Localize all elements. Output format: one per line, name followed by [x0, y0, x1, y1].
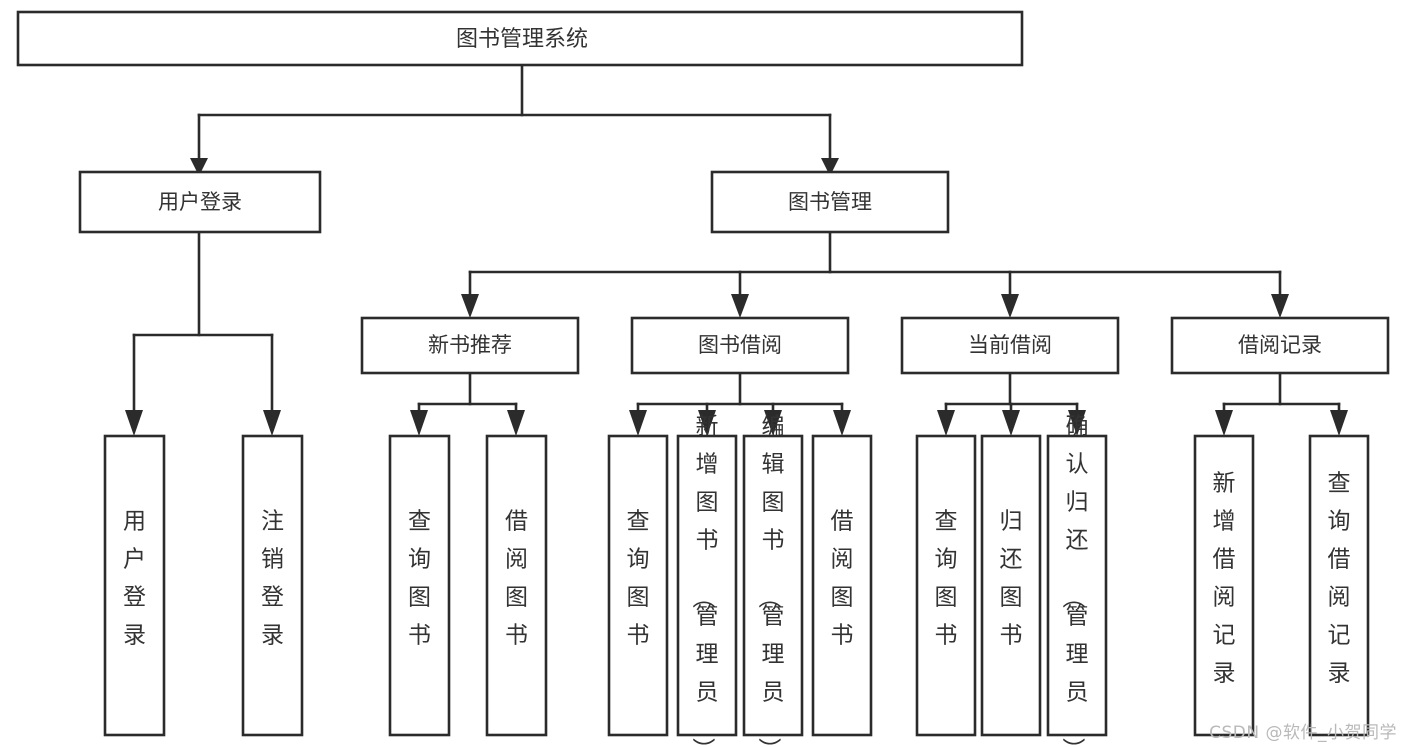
- node-root-box[interactable]: [16, 10, 1024, 67]
- arrow-to-leaf-query-book-2: [629, 410, 647, 436]
- node-leaf-confirm-return-label: 确认归还（管理员）: [1060, 414, 1089, 747]
- node-leaf-borrow-book-1[interactable]: [485, 434, 548, 737]
- node-leaf-query-record[interactable]: [1308, 434, 1370, 737]
- arrow-to-leaf-query-record: [1330, 410, 1348, 436]
- node-current-borrow-box[interactable]: [900, 316, 1120, 375]
- node-book-borrow-box[interactable]: [630, 316, 850, 375]
- node-leaf-logout[interactable]: [241, 434, 304, 737]
- node-leaf-query-book-2[interactable]: [607, 434, 669, 737]
- connector-group-user-login-children: [125, 230, 281, 436]
- node-new-book-rec-box[interactable]: [360, 316, 580, 375]
- arrow-to-current-borrow: [1001, 294, 1019, 318]
- node-user-login-box[interactable]: [78, 170, 322, 234]
- node-leaf-add-book[interactable]: [676, 434, 738, 737]
- arrow-to-new-book-rec: [461, 294, 479, 318]
- node-leaf-return-book[interactable]: [980, 434, 1042, 737]
- arrow-to-leaf-return-book: [1002, 410, 1020, 436]
- node-current-borrow-label: 当前借阅: [968, 333, 1052, 357]
- arrow-to-leaf-query-book-1: [410, 410, 428, 436]
- arrow-to-leaf-borrow-book-2: [833, 410, 851, 436]
- node-leaf-query-book-1-label: 查询图书: [408, 509, 431, 649]
- node-book-manage[interactable]: 图书管理: [710, 170, 950, 234]
- node-new-book-rec-label: 新书推荐: [428, 333, 512, 357]
- node-leaf-return-book-label: 归还图书: [1000, 509, 1023, 649]
- node-leaf-user-login-label: 用户登录: [123, 509, 146, 649]
- connector-group-new-book-rec-children: [410, 371, 525, 436]
- node-leaf-add-book-box[interactable]: [676, 434, 738, 737]
- node-borrow-record-box[interactable]: [1170, 316, 1390, 375]
- arrow-to-user-login: [190, 158, 208, 176]
- arrow-to-leaf-add-book: [698, 410, 716, 436]
- node-leaf-add-record-label: 新增借阅记录: [1213, 471, 1236, 687]
- connector-group-book-borrow-children: [629, 371, 851, 436]
- connector-group-book-manage: [461, 230, 1289, 318]
- node-leaf-query-record-label: 查询借阅记录: [1328, 471, 1351, 687]
- node-leaf-logout-label: 注销登录: [261, 509, 284, 649]
- arrow-to-leaf-user-login: [125, 410, 143, 436]
- node-leaf-logout-box[interactable]: [241, 434, 304, 737]
- node-leaf-borrow-book-1-box[interactable]: [485, 434, 548, 737]
- node-leaf-edit-book-box[interactable]: [742, 434, 804, 737]
- node-user-login[interactable]: 用户登录: [78, 170, 322, 234]
- node-leaf-borrow-book-2[interactable]: [811, 434, 873, 737]
- node-leaf-edit-book-label: 编辑图书（管理员）: [756, 414, 785, 747]
- arrow-to-borrow-record: [1271, 294, 1289, 318]
- arrow-to-book-manage: [821, 158, 839, 176]
- node-new-book-rec[interactable]: 新书推荐: [360, 316, 580, 375]
- connector-group-current-borrow-children: [937, 371, 1086, 436]
- node-borrow-record-label: 借阅记录: [1238, 333, 1322, 357]
- vertical-text-layer: 用户登录 注销登录 查询图书 借阅图书 查询图书 新增图书（管理员） 编辑图书（管理员） 借阅…: [123, 414, 1351, 747]
- node-book-borrow-label: 图书借阅: [698, 333, 782, 357]
- node-leaf-query-book-2-box[interactable]: [607, 434, 669, 737]
- node-leaf-user-login-box[interactable]: [103, 434, 166, 737]
- arrow-to-leaf-edit-book: [764, 410, 782, 436]
- node-leaf-borrow-book-1-label: 借阅图书: [505, 509, 528, 649]
- node-leaf-query-book-3-box[interactable]: [915, 434, 977, 737]
- arrow-to-leaf-confirm-return: [1068, 410, 1086, 436]
- connector-group-borrow-record-children: [1215, 371, 1348, 436]
- connector-group-root: [190, 63, 839, 176]
- node-leaf-user-login[interactable]: [103, 434, 166, 737]
- node-book-manage-label: 图书管理: [788, 190, 872, 214]
- node-leaf-add-record[interactable]: [1193, 434, 1255, 737]
- node-book-borrow[interactable]: 图书借阅: [630, 316, 850, 375]
- arrow-to-leaf-add-record: [1215, 410, 1233, 436]
- node-leaf-query-record-box[interactable]: [1308, 434, 1370, 737]
- node-leaf-query-book-1-box[interactable]: [388, 434, 451, 737]
- node-leaf-borrow-book-2-box[interactable]: [811, 434, 873, 737]
- node-leaf-query-book-3-label: 查询图书: [935, 509, 958, 649]
- node-current-borrow[interactable]: 当前借阅: [900, 316, 1120, 375]
- arrow-to-leaf-borrow-book-1: [507, 410, 525, 436]
- node-user-login-label: 用户登录: [158, 190, 242, 214]
- node-book-manage-box[interactable]: [710, 170, 950, 234]
- node-root-label: 图书管理系统: [456, 27, 588, 52]
- node-leaf-confirm-return[interactable]: [1046, 434, 1108, 737]
- node-leaf-query-book-2-label: 查询图书: [627, 509, 650, 649]
- arrow-to-leaf-query-book-3: [937, 410, 955, 436]
- watermark-label: CSDN @软件_小贺同学: [1209, 723, 1397, 743]
- node-root[interactable]: 图书管理系统: [16, 10, 1024, 67]
- node-leaf-add-book-label: 新增图书（管理员）: [690, 414, 719, 747]
- node-leaf-add-record-box[interactable]: [1193, 434, 1255, 737]
- node-leaf-query-book-3[interactable]: [915, 434, 977, 737]
- node-leaf-return-book-box[interactable]: [980, 434, 1042, 737]
- node-leaf-borrow-book-2-label: 借阅图书: [831, 509, 854, 649]
- node-leaf-confirm-return-box[interactable]: [1046, 434, 1108, 737]
- node-leaf-edit-book[interactable]: [742, 434, 804, 737]
- node-borrow-record[interactable]: 借阅记录: [1170, 316, 1390, 375]
- arrow-to-leaf-logout: [263, 410, 281, 436]
- node-leaf-query-book-1[interactable]: [388, 434, 451, 737]
- arrow-to-book-borrow: [731, 294, 749, 318]
